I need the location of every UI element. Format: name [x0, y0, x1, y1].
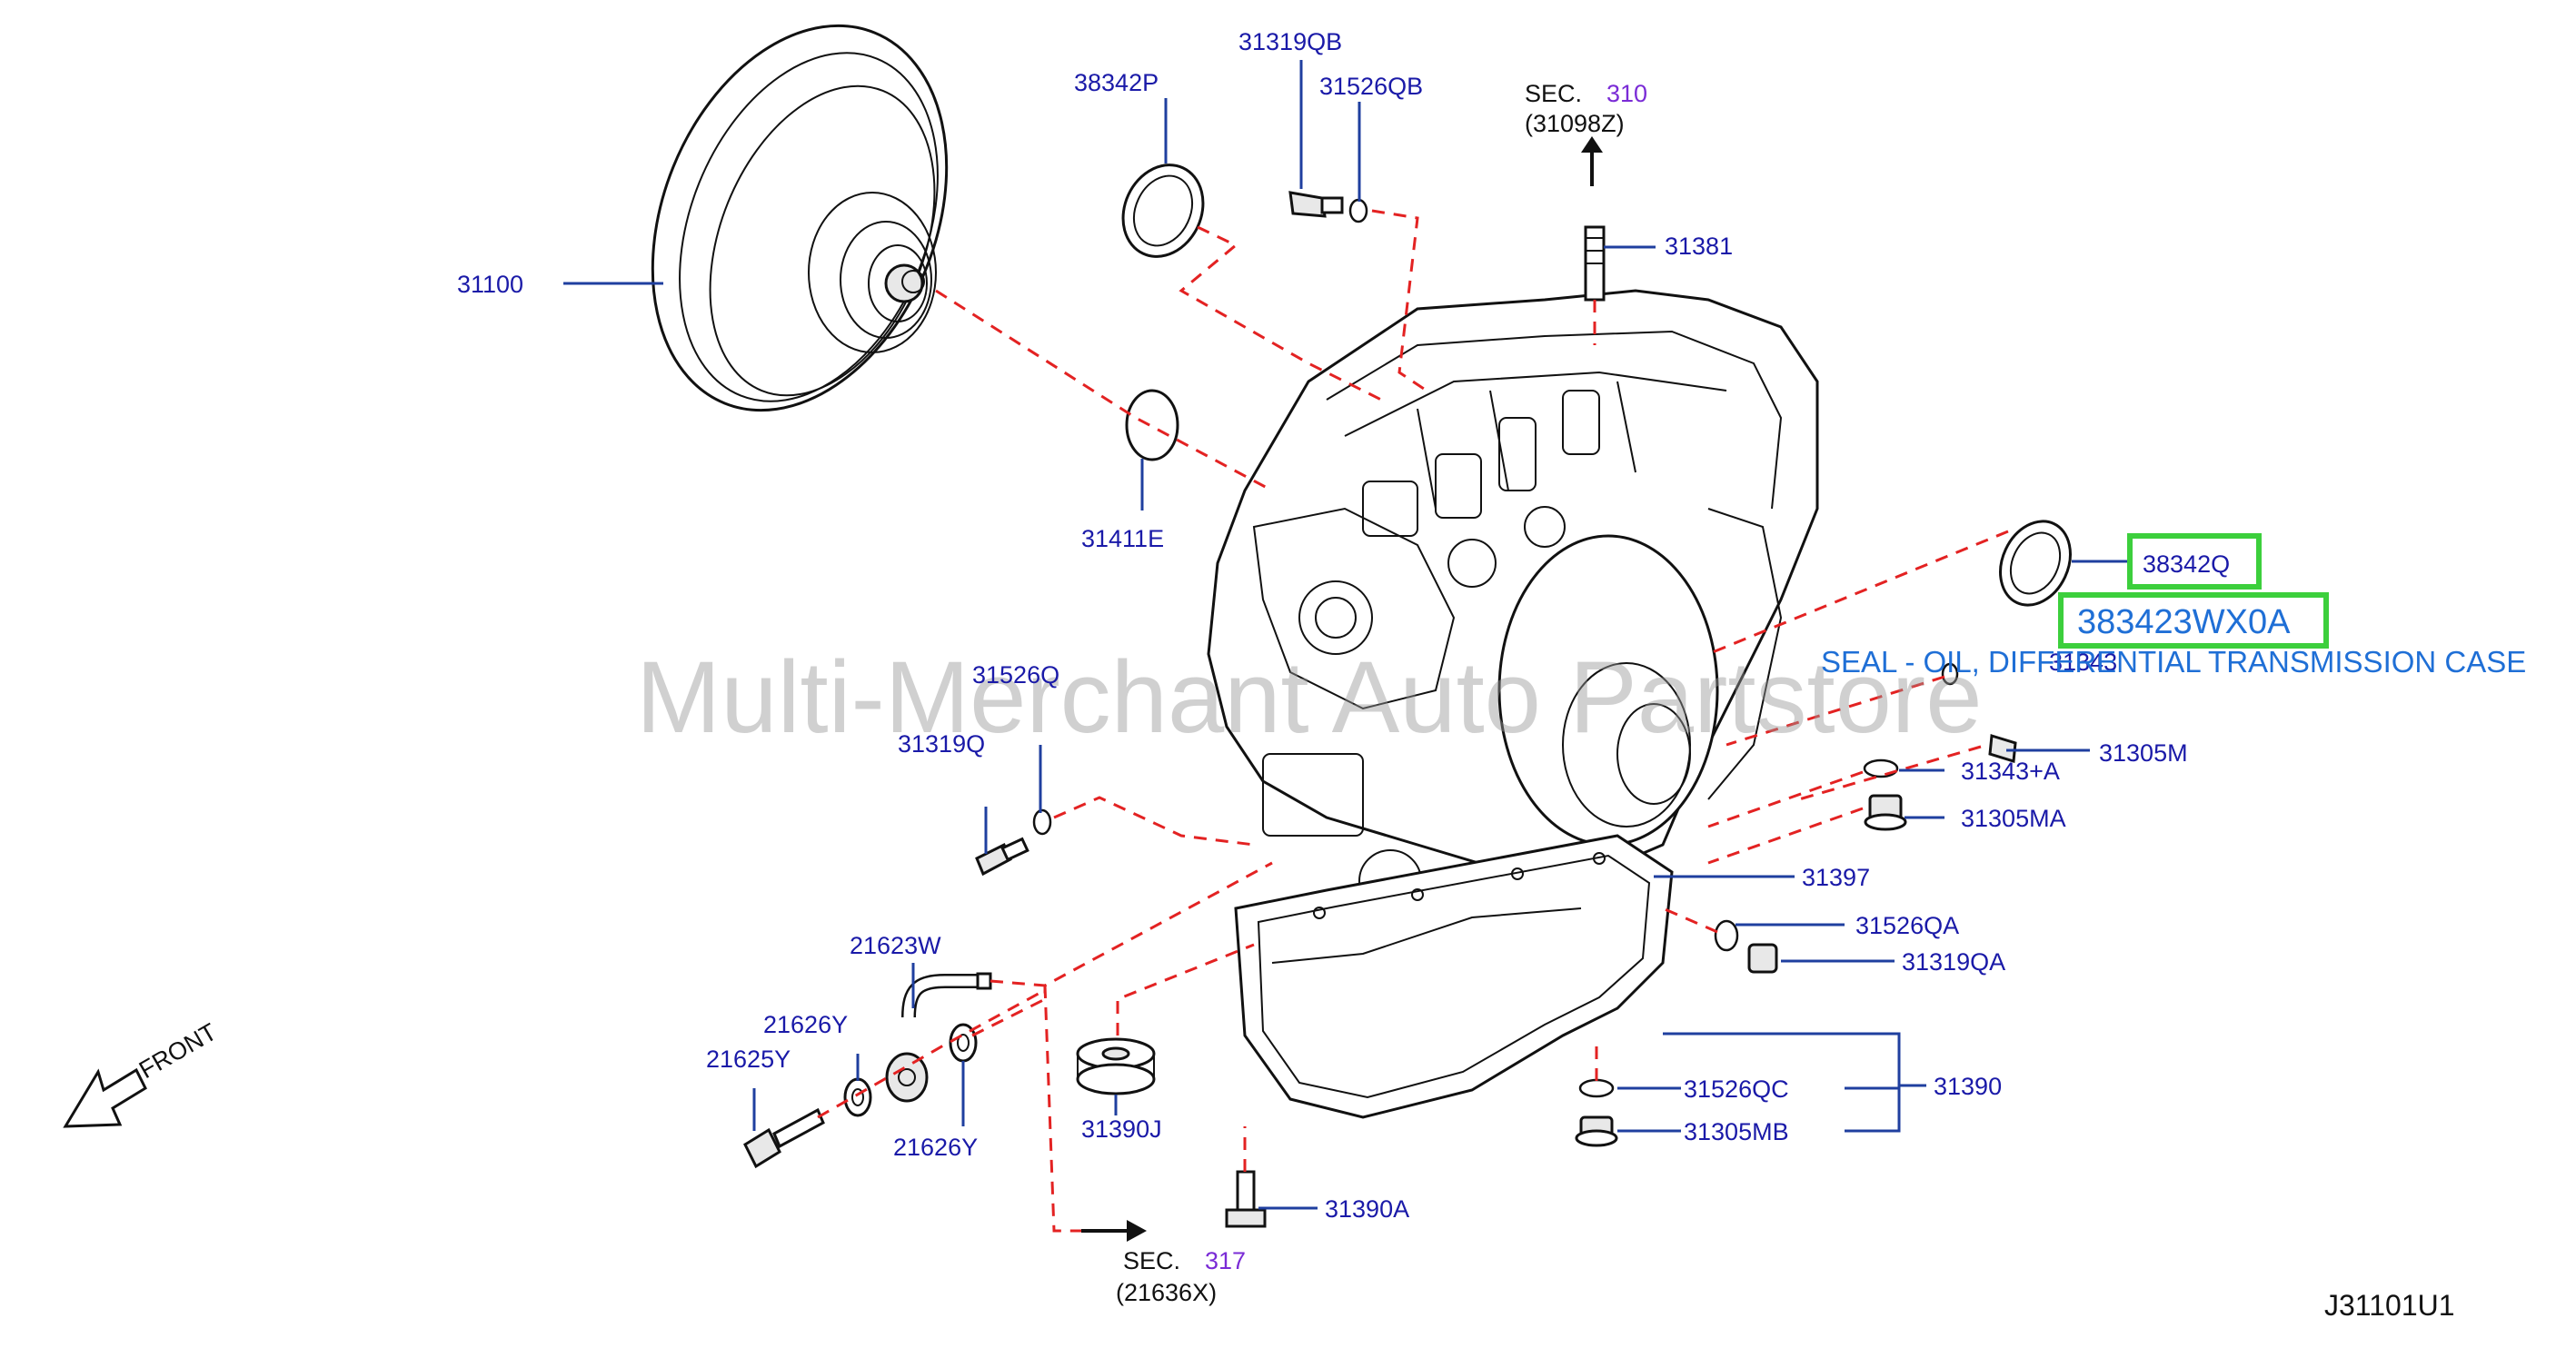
callout-31526QA[interactable]: 31526QA: [1855, 912, 1959, 939]
callout-31526Q[interactable]: 31526Q: [972, 661, 1059, 689]
callout-labels: 31100 38342P 31319QB 31526QB 31381 31411…: [457, 28, 2230, 1223]
callout-21626Y-top[interactable]: 21626Y: [763, 1011, 848, 1038]
callout-31319QB[interactable]: 31319QB: [1238, 28, 1342, 55]
leader-lines: [563, 60, 2131, 1210]
sec-ref-top-sub: (31098Z): [1525, 110, 1625, 137]
callout-31397[interactable]: 31397: [1802, 864, 1870, 891]
highlight-box-38342Q: [2127, 533, 2262, 590]
callout-31343[interactable]: 31343: [2049, 649, 2117, 676]
callout-31411E[interactable]: 31411E: [1081, 525, 1164, 552]
torque-converter-drawing: [651, 24, 949, 412]
callout-31526QC[interactable]: 31526QC: [1684, 1075, 1789, 1103]
small-parts-drawing: [743, 164, 2072, 1228]
callout-31305MA[interactable]: 31305MA: [1961, 805, 2066, 832]
sec-ref-bottom-number[interactable]: 317: [1205, 1247, 1246, 1274]
callout-31305MB[interactable]: 31305MB: [1684, 1118, 1789, 1145]
callout-31100[interactable]: 31100: [457, 271, 523, 298]
callout-21626Y-bottom[interactable]: 21626Y: [893, 1134, 978, 1161]
section-ref-top: SEC. 310 (31098Z): [1525, 80, 1647, 137]
front-label: FRONT: [134, 1018, 222, 1084]
highlight-description: SEAL - OIL, DIFFERENTIAL TRANSMISSION CA…: [1821, 645, 2526, 679]
callout-31390[interactable]: 31390: [1934, 1073, 2002, 1100]
callout-31305M[interactable]: 31305M: [2099, 739, 2188, 767]
transmission-case-drawing: [1207, 289, 1819, 913]
callout-31526QB[interactable]: 31526QB: [1319, 73, 1423, 100]
front-direction-indicator: FRONT: [63, 1018, 222, 1128]
oil-pan-drawing: [1234, 834, 1674, 1119]
sec-ref-top-prefix: SEC.: [1525, 80, 1582, 107]
sec-ref-top-number[interactable]: 310: [1606, 80, 1647, 107]
callout-21625Y[interactable]: 21625Y: [706, 1046, 791, 1073]
callout-31343A[interactable]: 31343+A: [1961, 758, 2060, 785]
callout-31319Q[interactable]: 31319Q: [898, 730, 985, 758]
callout-31381[interactable]: 31381: [1665, 233, 1733, 260]
callout-31390J[interactable]: 31390J: [1081, 1115, 1162, 1143]
sec-ref-bottom-prefix: SEC.: [1123, 1247, 1180, 1274]
highlighted-part: 383423WX0A SEAL - OIL, DIFFERENTIAL TRAN…: [1821, 533, 2526, 679]
section-arrows: [1081, 136, 1603, 1242]
callout-31319QA[interactable]: 31319QA: [1902, 948, 2005, 976]
callout-31390A[interactable]: 31390A: [1325, 1195, 1409, 1223]
highlight-box-part-number: [2058, 592, 2329, 649]
watermark-text: Multi-Merchant Auto Partstore: [636, 640, 1982, 754]
callout-21623W[interactable]: 21623W: [850, 932, 941, 959]
installation-lines: [817, 209, 2009, 1233]
callout-38342Q[interactable]: 38342Q: [2143, 550, 2230, 578]
callout-38342P[interactable]: 38342P: [1074, 69, 1159, 96]
diagram-code: J31101U1: [2324, 1289, 2455, 1322]
section-ref-bottom: SEC. 317 (21636X): [1116, 1247, 1246, 1306]
sec-ref-bottom-sub: (21636X): [1116, 1279, 1217, 1306]
highlight-part-number[interactable]: 383423WX0A: [2077, 603, 2291, 641]
